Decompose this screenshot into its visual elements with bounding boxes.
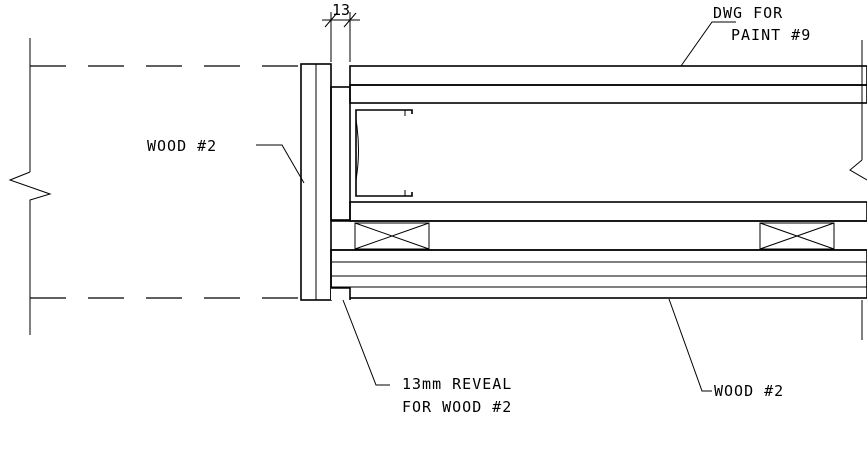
reveal-label-line1: 13mm REVEAL	[402, 375, 512, 393]
leader-wood-right: WOOD #2	[668, 298, 784, 400]
blocking-row	[331, 220, 867, 251]
wood-left-label: WOOD #2	[147, 137, 217, 155]
gypsum-board-top	[349, 65, 867, 104]
reveal-label-line2: FOR WOOD #2	[402, 398, 512, 416]
wood-right-label: WOOD #2	[714, 382, 784, 400]
gypsum-board-bottom	[349, 201, 867, 222]
leader-paint: DWG FOR PAINT #9	[680, 4, 811, 67]
metal-stud-channel	[355, 109, 413, 197]
dimension-13: 13	[322, 1, 360, 62]
wood-panel-horizontal	[330, 249, 867, 300]
paint-label-line2: PAINT #9	[731, 26, 811, 44]
existing-wall-outline	[8, 38, 300, 335]
paint-label-line1: DWG FOR	[713, 4, 783, 22]
right-break-line	[849, 40, 867, 340]
furring-column	[330, 86, 351, 221]
leader-wood-left: WOOD #2	[147, 137, 305, 184]
dimension-13-label: 13	[332, 1, 350, 19]
leader-reveal: 13mm REVEAL FOR WOOD #2	[342, 299, 512, 416]
wood-panel-vertical	[300, 63, 332, 301]
